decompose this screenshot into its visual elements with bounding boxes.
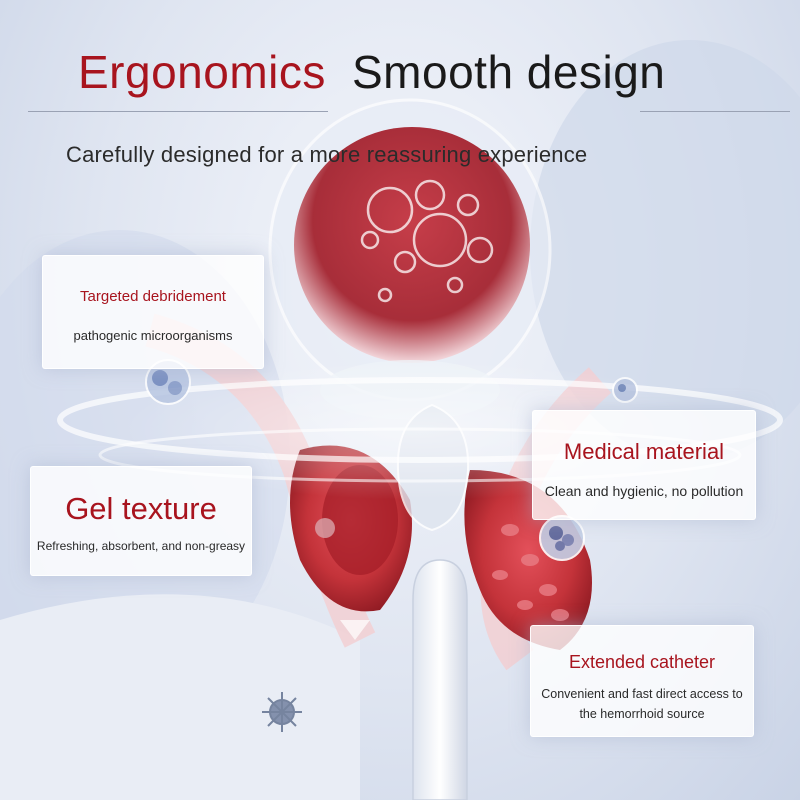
headline-ergonomics: Ergonomics [78,46,326,98]
card-gel-texture: Gel texture Refreshing, absorbent, and n… [30,466,252,576]
card-description: pathogenic microorganisms [73,328,233,343]
bubble-icon [612,377,638,403]
card-title: Targeted debridement [80,288,226,305]
headline-smooth-design: Smooth design [352,46,666,98]
card-medical-material: Medical material Clean and hygienic, no … [532,410,756,520]
card-description: Refreshing, absorbent, and non-greasy [36,539,246,553]
blood-cells [492,524,569,621]
subtitle: Carefully designed for a more reassuring… [66,142,588,167]
divider-left [28,111,328,112]
card-description: Convenient and fast direct access to the… [541,687,743,721]
card-targeted-debridement: Targeted debridement pathogenic microorg… [42,255,264,369]
card-title: Medical material [563,439,725,464]
divider-right [640,111,790,112]
card-extended-catheter: Extended catheter Convenient and fast di… [530,625,754,737]
card-title: Gel texture [65,491,217,526]
card-description: Clean and hygienic, no pollution [544,483,744,499]
card-title: Extended catheter [568,652,716,672]
bacteria-icon [539,515,585,561]
cell-icon [145,359,191,405]
virus-icon [262,692,302,732]
